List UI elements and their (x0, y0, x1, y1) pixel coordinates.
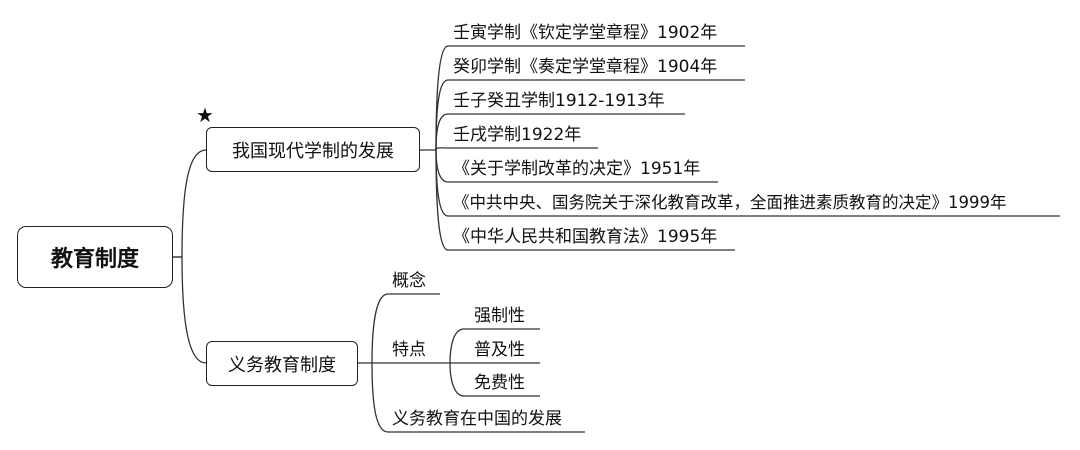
connector-sub-development (371, 362, 585, 433)
leaf-item-5[interactable]: 《关于学制改革的决定》1951年 (453, 159, 701, 179)
connector-item-3 (435, 113, 685, 151)
connector-leaf-3 (449, 362, 540, 397)
connector-sub-concept (358, 293, 440, 364)
leaf-item-4[interactable]: 壬戌学制1922年 (453, 125, 582, 145)
feature-free[interactable]: 免费性 (474, 373, 525, 393)
branch-node-school-system-development[interactable]: 我国现代学制的发展 (206, 127, 420, 172)
leaf-item-2[interactable]: 癸卯学制《奏定学堂章程》1904年 (453, 57, 718, 77)
leaf-item-3[interactable]: 壬子癸丑学制1912-1913年 (453, 91, 665, 111)
branch-node-compulsory-education[interactable]: 义务教育制度 (206, 341, 358, 386)
connector-root-branch-2 (173, 256, 207, 364)
connector-root-branch-1 (173, 149, 207, 258)
leaf-item-7[interactable]: 《中华人民共和国教育法》1995年 (453, 227, 718, 247)
leaf-item-1[interactable]: 壬寅学制《钦定学堂章程》1902年 (453, 23, 718, 43)
star-icon: ★ (196, 103, 214, 127)
root-node[interactable]: 教育制度 (17, 226, 173, 288)
connector-item-4 (435, 147, 598, 151)
sub-item-concept[interactable]: 概念 (392, 271, 426, 291)
connector-item-7 (435, 149, 735, 251)
feature-compulsory[interactable]: 强制性 (474, 306, 525, 326)
sub-item-features[interactable]: 特点 (392, 340, 426, 360)
feature-universal[interactable]: 普及性 (474, 340, 525, 360)
leaf-item-6[interactable]: 《中共中央、国务院关于深化教育改革，全面推进素质教育的决定》1999年 (453, 193, 1007, 212)
sub-item-development[interactable]: 义务教育在中国的发展 (392, 409, 562, 429)
